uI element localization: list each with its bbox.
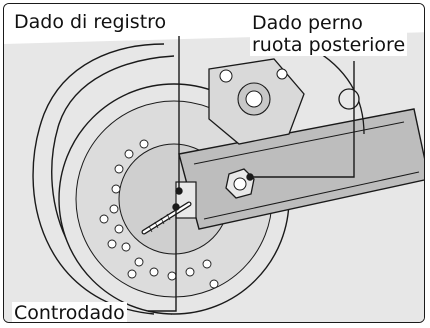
- leader-lock-dot: [172, 203, 180, 211]
- brake-caliper: [208, 58, 305, 145]
- leader-axle-dot: [246, 173, 254, 181]
- label-lock-nut: Controdado: [12, 302, 127, 323]
- label-adjuster-nut: Dado di registro: [12, 11, 169, 33]
- leader-lock-nut: [148, 209, 177, 312]
- label-rear-axle-nut-line1: Dado perno: [252, 12, 363, 34]
- leader-adjuster-dot: [175, 187, 183, 195]
- leader-lines: [148, 36, 355, 312]
- leader-axle-nut: [250, 61, 355, 178]
- diagram-frame: Dado di registro Dado perno ruota poster…: [3, 3, 425, 323]
- rear-wheel-illustration: [4, 4, 424, 322]
- label-rear-axle-nut-line2: ruota posteriore: [252, 34, 406, 56]
- label-rear-axle-nut: Dado perno ruota posteriore: [250, 12, 408, 56]
